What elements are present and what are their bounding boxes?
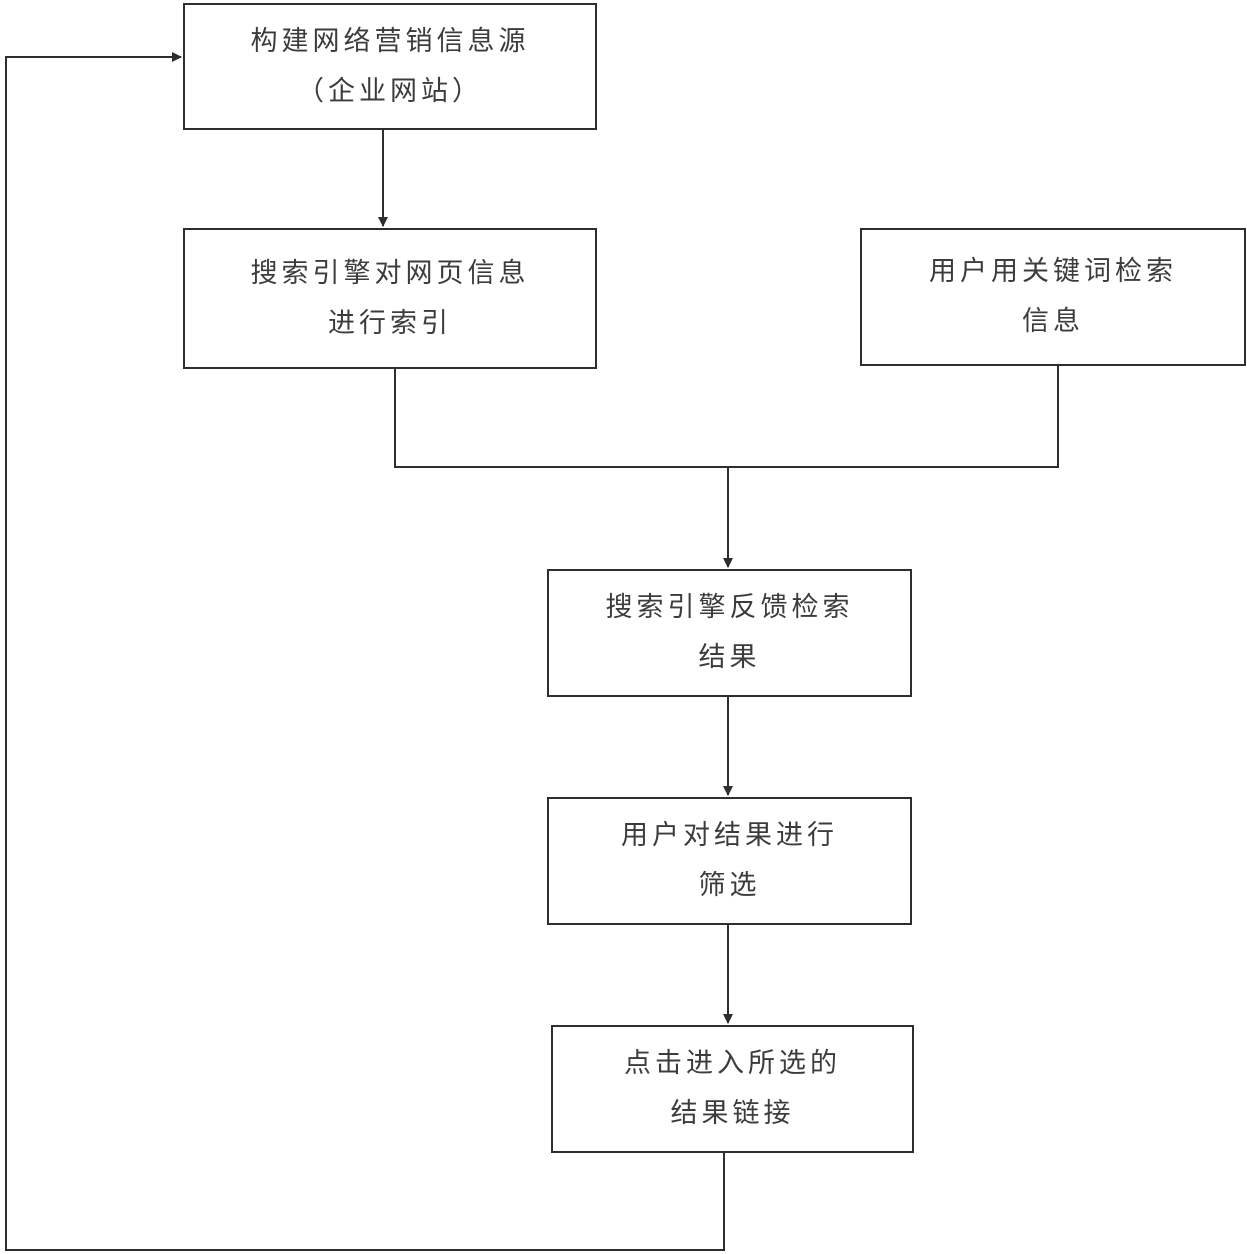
node-engine-feedback-line1: 搜索引擎反馈检索: [605, 592, 854, 623]
node-engine-feedback: 搜索引擎反馈检索 结果: [547, 569, 912, 697]
node-build-info-source-line2: （企业网站）: [297, 75, 483, 107]
edge-click-loop-back-to-build: [5, 52, 725, 1251]
node-user-keyword-search: 用户用关键词检索 信息: [860, 228, 1246, 366]
node-engine-index: 搜索引擎对网页信息 进行索引: [183, 228, 597, 369]
node-build-info-source-line1: 构建网络营销信息源: [250, 25, 530, 57]
node-build-info-source: 构建网络营销信息源 （企业网站）: [183, 3, 597, 130]
node-engine-feedback-line2: 结果: [698, 642, 761, 673]
edge-user-search-to-merge: [728, 366, 1059, 468]
edge-index-to-merge: [394, 369, 728, 468]
node-user-keyword-search-line2: 信息: [1022, 306, 1084, 337]
node-engine-index-line2: 进行索引: [328, 307, 452, 339]
node-click-result-link: 点击进入所选的 结果链接: [551, 1025, 914, 1153]
node-click-result-link-line1: 点击进入所选的: [624, 1048, 841, 1079]
node-user-filter-line1: 用户对结果进行: [621, 820, 838, 851]
node-user-keyword-search-line1: 用户用关键词检索: [929, 256, 1177, 287]
node-user-filter-line2: 筛选: [698, 870, 761, 901]
node-engine-index-line1: 搜索引擎对网页信息: [250, 257, 530, 289]
node-user-filter: 用户对结果进行 筛选: [547, 797, 912, 925]
node-click-result-link-line2: 结果链接: [670, 1098, 795, 1129]
